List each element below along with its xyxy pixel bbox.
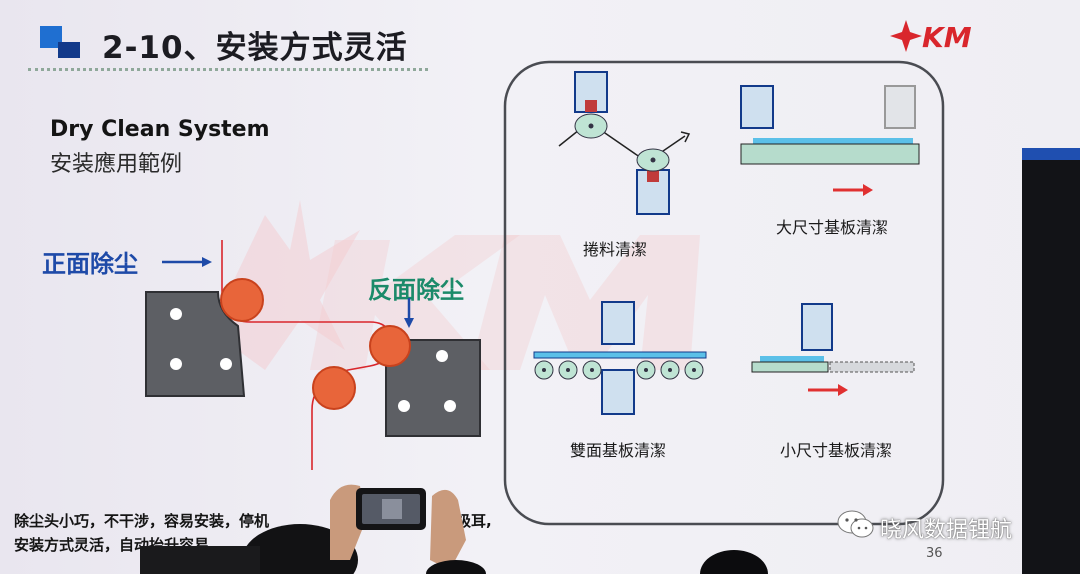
large-substrate-diagram [740,85,920,196]
back-roller-top [369,325,411,367]
bottom-description-line1-end: 极耳, [456,512,492,530]
small-substrate-diagram [751,303,915,396]
electrode-diagram [145,240,481,470]
caption-double-sided: 雙面基板清潔 [570,441,667,460]
double-sided-diagram [533,301,707,415]
caption-roll-cleaning: 捲料清潔 [583,240,648,259]
sheet-hole [170,308,182,320]
subtitle-chinese: 安装應用範例 [50,152,183,177]
back-arrow-icon [404,298,414,328]
page-number: 36 [926,546,943,561]
subtitle-english: Dry Clean System [50,117,270,142]
application-examples-panel [503,60,945,526]
wechat-icon [837,510,874,538]
back-roller-bottom [312,366,356,410]
account-watermark: 晓风数据锂航 [880,518,1013,543]
sheet-hole [398,400,410,412]
sheet-hole [170,358,182,370]
sheet-hole [436,350,448,362]
km-logo: KM [888,18,998,54]
km-logo-text: KM [922,21,972,54]
sheet-hole [444,400,456,412]
bottom-description-line1: 除尘头小巧，不干涉，容易安装，停机 [14,512,270,530]
caption-large-substrate: 大尺寸基板清潔 [776,218,889,237]
label-back-cleaning: 反面除尘 [368,276,464,304]
title-square-dark [58,42,80,58]
front-roller [220,278,264,322]
caption-small-substrate: 小尺寸基板清潔 [780,441,893,460]
km-logo-star-icon: KM [890,20,972,54]
roll-cleaning-diagram [558,71,691,215]
slide-title: 2-10、安装方式灵活 [102,30,408,66]
label-front-cleaning: 正面除尘 [42,250,138,278]
blue-edge-bar [1022,148,1080,160]
title-divider [28,68,428,71]
front-arrow-icon [162,257,212,267]
dark-background-edge [1022,148,1080,574]
title-square-light [40,26,62,48]
sheet-hole [220,358,232,370]
